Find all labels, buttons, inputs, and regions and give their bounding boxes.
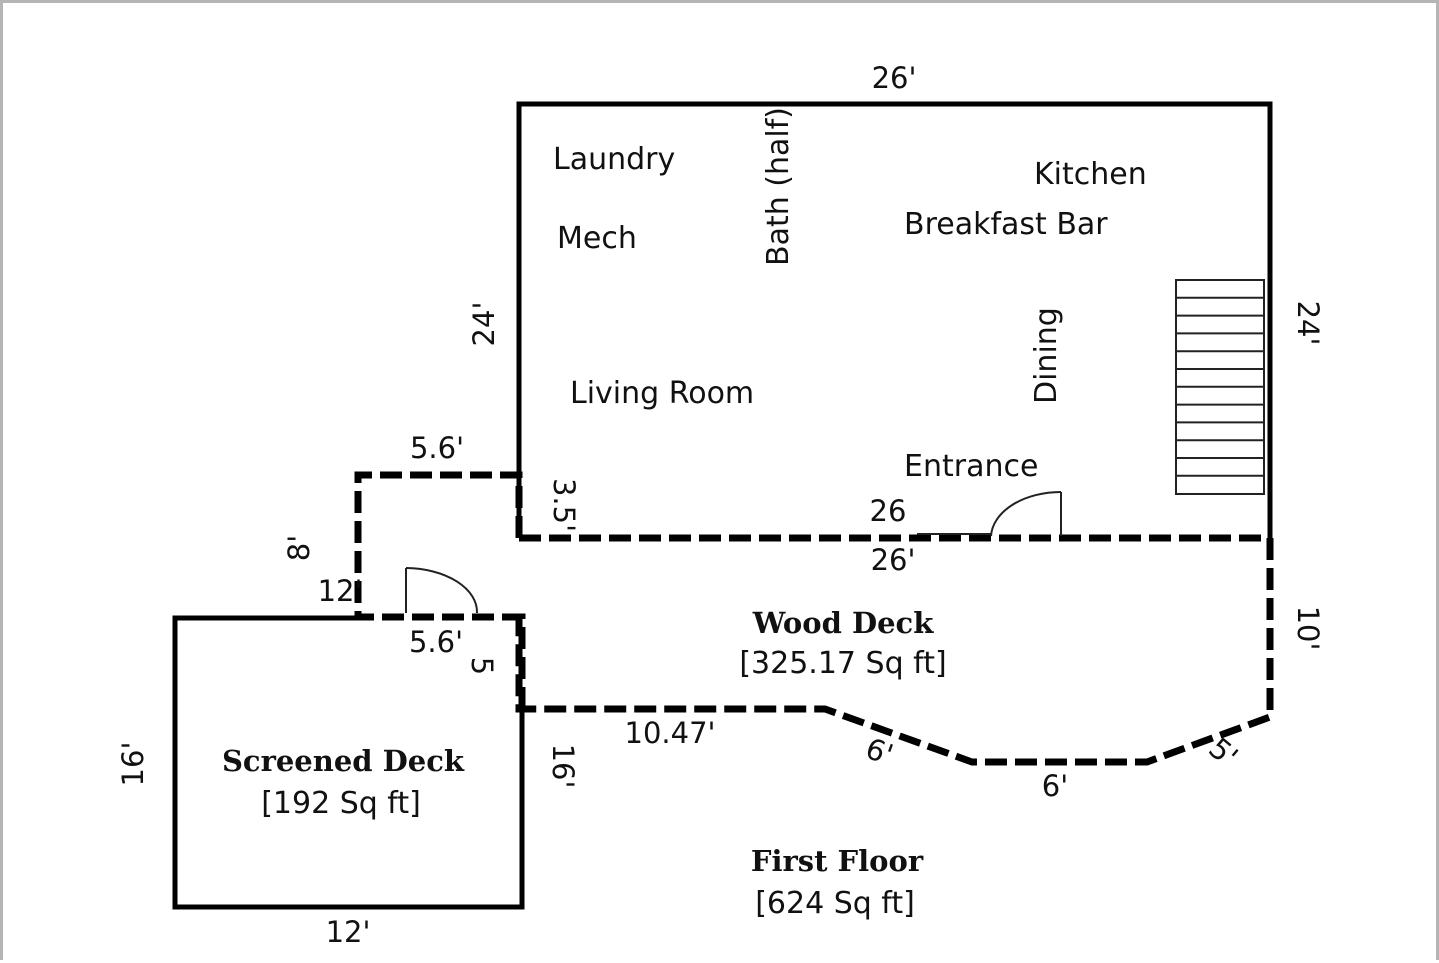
screened-deck-area: [192 Sq ft] [261,786,421,821]
dim-deck-bottom-mid: 6' [1042,769,1068,803]
room-mech: Mech [557,221,637,256]
dim-house-left: 24' [467,302,501,347]
stairs [1175,279,1265,495]
wood-deck-title: Wood Deck [752,606,935,640]
house-wall [516,101,1273,538]
floor-plan-drawing: Laundry Mech Bath (half) Kitchen Breakfa… [116,61,1325,949]
dim-screened-top: 12' [318,574,363,608]
dim-house-top: 26' [872,61,917,95]
screened-deck-outline [172,615,525,910]
first-floor-title: First Floor [751,844,924,878]
room-breakfast-bar: Breakfast Bar [904,207,1108,242]
dim-screened-right: 16' [546,744,580,789]
room-dining: Dining [1029,307,1064,404]
dim-screened-bottom: 12' [326,915,371,949]
dim-deck-angle-left: 6' [861,731,897,772]
entrance-door [917,490,1062,537]
dim-house-bottom: 26 [870,494,907,528]
landing-outline [354,471,526,709]
dim-landing-top: 5.6' [410,431,464,465]
room-living-room: Living Room [570,376,754,411]
first-floor-area: [624 Sq ft] [755,886,915,921]
room-bath: Bath (half) [761,107,796,266]
room-kitchen: Kitchen [1034,157,1147,192]
dim-house-right: 24' [1291,301,1325,346]
screened-deck-title: Screened Deck [222,744,465,778]
landing-door [405,567,479,614]
dim-landing-step: 5 [465,657,499,675]
dim-deck-top: 26' [871,543,916,577]
dim-landing-left: 8' [282,535,316,561]
wood-deck-area: [325.17 Sq ft] [739,646,946,681]
dim-deck-right: 10' [1291,606,1325,651]
dim-landing-right: 3.5' [547,478,581,532]
dim-landing-bottom: 5.6' [409,625,463,659]
room-entrance: Entrance [904,449,1038,484]
dim-deck-bottom-left: 10.47' [625,716,716,750]
room-laundry: Laundry [553,142,675,177]
dim-screened-left: 16' [116,742,150,787]
